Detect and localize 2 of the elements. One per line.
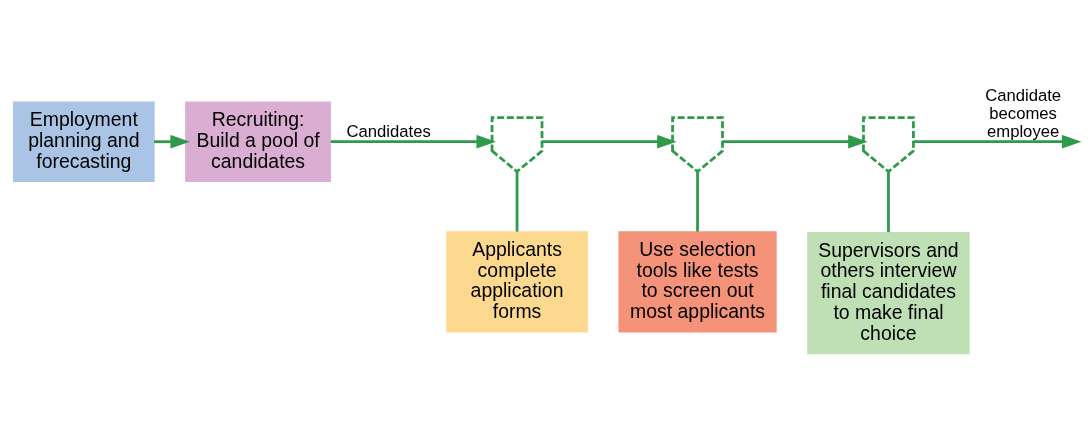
edge-label: Candidates	[346, 121, 431, 141]
edge-label: Candidate becomes employee	[985, 85, 1062, 141]
